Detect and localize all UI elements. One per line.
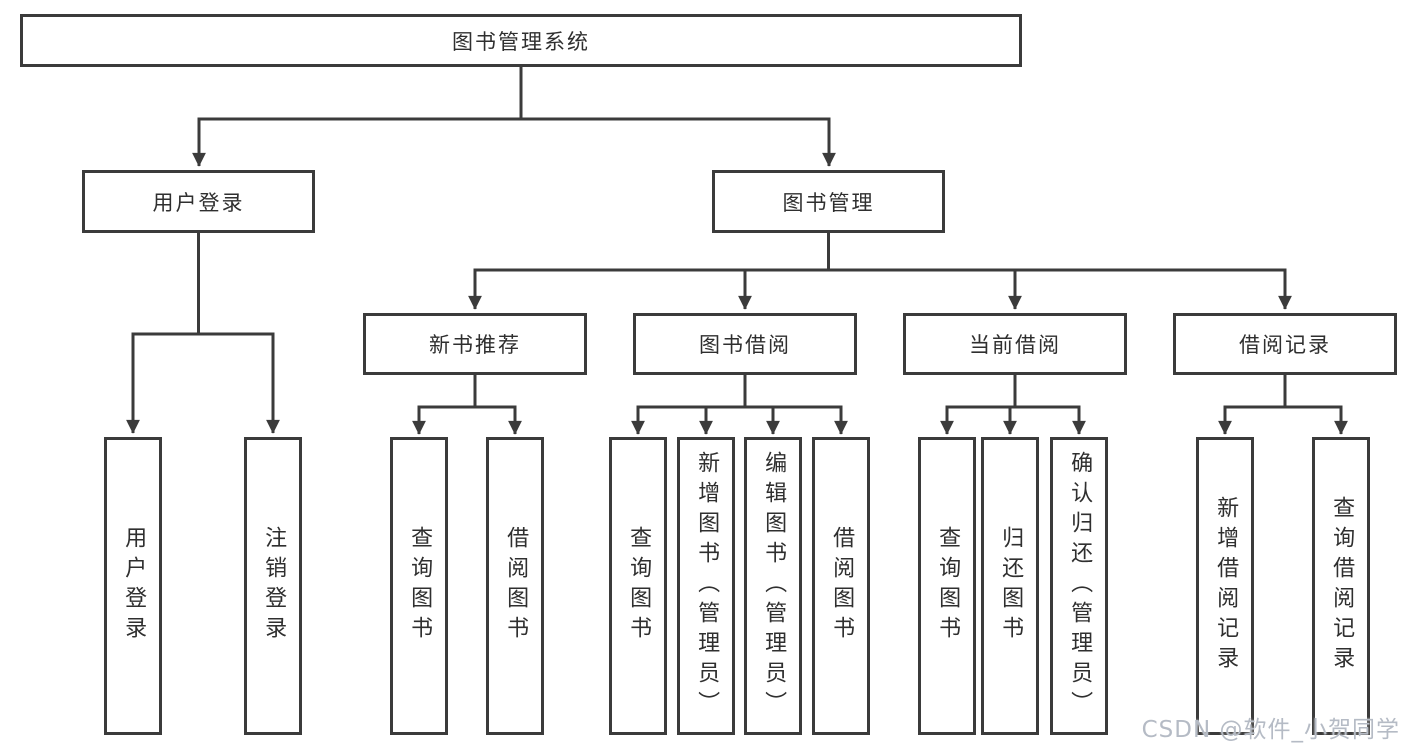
leaf-return-books: 归还图书 bbox=[981, 437, 1039, 735]
leaf-query-books-borrow: 查询图书 bbox=[609, 437, 667, 735]
leaf-user-login: 用户登录 bbox=[104, 437, 162, 735]
node-new-book-recommend: 新书推荐 bbox=[363, 313, 587, 375]
leaf-query-books-recommend: 查询图书 bbox=[390, 437, 448, 735]
leaf-add-book-admin: 新增图书（管理员） bbox=[677, 437, 735, 735]
node-library-system: 图书管理系统 bbox=[20, 14, 1022, 67]
leaf-borrow-books-borrow: 借阅图书 bbox=[812, 437, 870, 735]
leaf-borrow-books-recommend: 借阅图书 bbox=[486, 437, 544, 735]
leaf-edit-book-admin: 编辑图书（管理员） bbox=[744, 437, 802, 735]
connector-lines bbox=[126, 64, 1348, 435]
csdn-watermark: CSDN @软件_小贺同学 bbox=[1141, 717, 1400, 743]
node-current-borrow: 当前借阅 bbox=[903, 313, 1127, 375]
leaf-confirm-return-admin: 确认归还（管理员） bbox=[1050, 437, 1108, 735]
node-user-login: 用户登录 bbox=[82, 170, 315, 233]
leaf-query-borrow-record: 查询借阅记录 bbox=[1312, 437, 1370, 735]
node-book-management: 图书管理 bbox=[712, 170, 945, 233]
node-book-borrow: 图书借阅 bbox=[633, 313, 857, 375]
leaf-query-books-current: 查询图书 bbox=[918, 437, 976, 735]
node-borrow-records: 借阅记录 bbox=[1173, 313, 1397, 375]
leaf-add-borrow-record: 新增借阅记录 bbox=[1196, 437, 1254, 735]
leaf-logout: 注销登录 bbox=[244, 437, 302, 735]
